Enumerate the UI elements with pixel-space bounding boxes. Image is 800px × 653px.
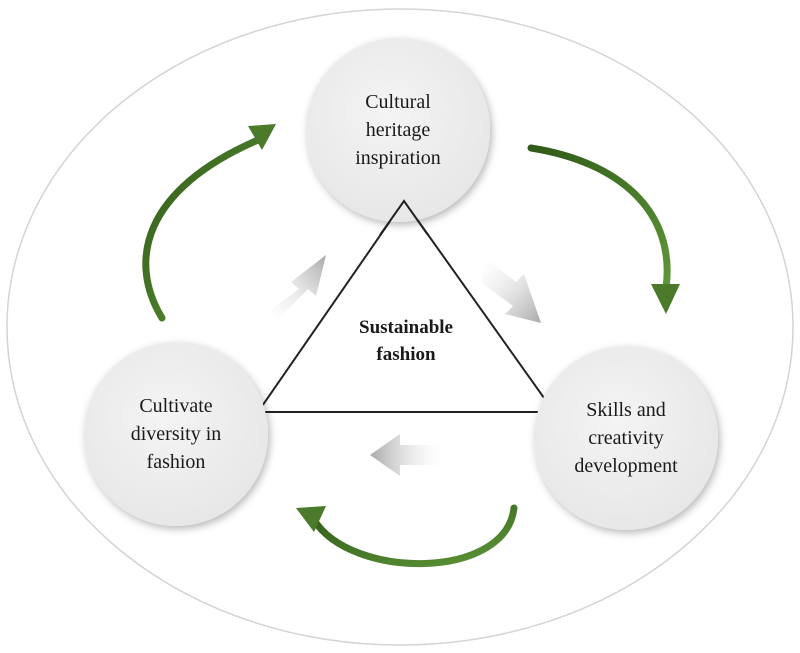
cycle-arrow-top-to-right <box>527 144 680 314</box>
node-left-line-2: diversity in <box>130 423 222 445</box>
node-right-line-1: Skills and <box>586 399 666 421</box>
node-left-line-3: fashion <box>146 451 206 473</box>
triangle-apex <box>379 199 429 236</box>
node-right-line-3: development <box>574 455 678 477</box>
node-circle-right <box>534 346 718 530</box>
center-label: Sustainable fashion <box>326 314 486 368</box>
node-top-line-1: Cultural <box>365 91 431 113</box>
node-label-top: Cultural heritage inspiration <box>318 88 478 172</box>
node-circle-top <box>306 38 490 222</box>
node-top-line-3: inspiration <box>355 147 441 169</box>
center-line-1: Sustainable <box>359 317 453 338</box>
center-triangle <box>256 199 556 413</box>
node-label-left: Cultivate diversity in fashion <box>96 392 256 476</box>
node-circle-left <box>84 342 268 526</box>
node-label-right: Skills and creativity development <box>546 396 706 480</box>
node-left-line-1: Cultivate <box>139 395 213 417</box>
inner-arrow-left <box>370 434 444 476</box>
center-line-2: fashion <box>376 344 436 365</box>
inner-arrow-down-right <box>482 258 541 323</box>
inner-arrow-up-right <box>268 255 326 320</box>
cycle-arrow-left-to-top <box>142 124 276 322</box>
node-right-line-2: creativity <box>588 427 664 449</box>
cycle-arrow-right-to-left <box>296 504 518 567</box>
node-top-line-2: heritage <box>365 119 431 141</box>
